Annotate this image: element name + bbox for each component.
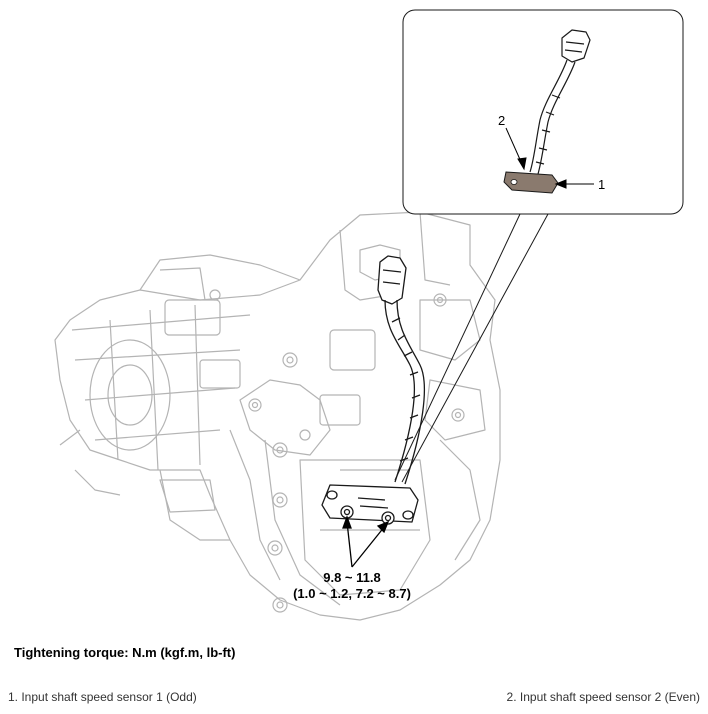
callout-2: 2 [498, 113, 505, 128]
torque-arrows [342, 515, 390, 568]
sensor-harness [321, 255, 425, 525]
inset-sensor [529, 29, 591, 175]
torque-value-nm: 9.8 ~ 11.8 [323, 570, 380, 585]
detail-inset: 2 1 [402, 9, 684, 215]
transmission-housing [54, 211, 501, 621]
legend-item-2: 2. Input shaft speed sensor 2 (Even) [506, 690, 700, 704]
magnifier-leader [394, 213, 549, 483]
torque-heading: Tightening torque: N.m (kgf.m, lb-ft) [14, 645, 236, 660]
callout-1: 1 [598, 177, 605, 192]
torque-value-alt: (1.0 ~ 1.2, 7.2 ~ 8.7) [293, 586, 411, 601]
inset-sensor-body [503, 171, 559, 194]
transmission-diagram: 2 1 9.8 ~ 11.8 (1.0 ~ 1.2, 7.2 ~ 8.7) [54, 9, 684, 621]
legend-item-1: 1. Input shaft speed sensor 1 (Odd) [8, 690, 197, 704]
